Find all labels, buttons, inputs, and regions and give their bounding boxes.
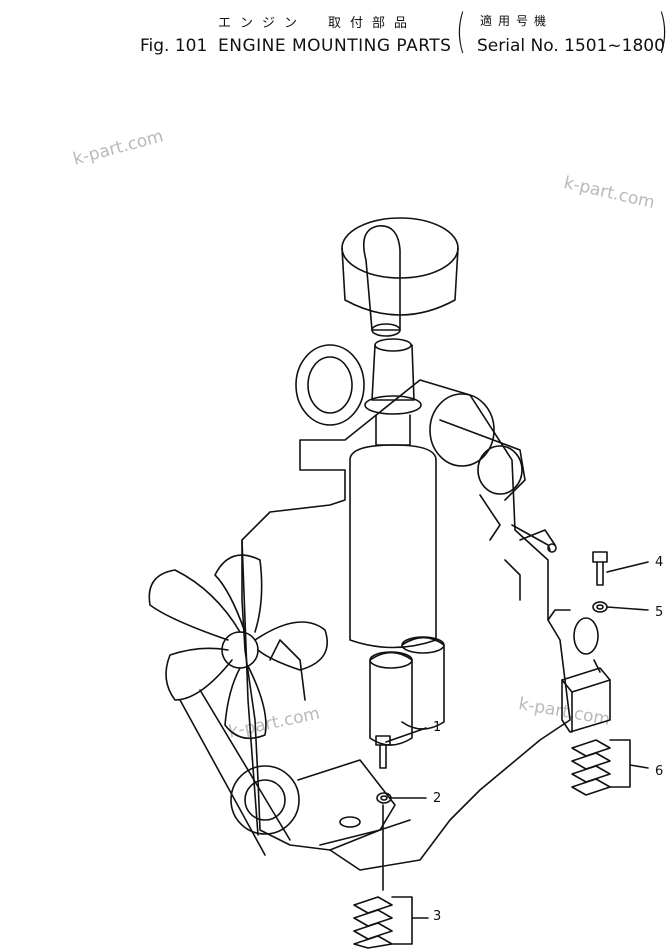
turbocharger [295, 344, 526, 541]
callout-3: 3 [433, 909, 442, 924]
japanese-title: エンジン 取付部品 [218, 16, 417, 31]
japanese-serial-label: 適用号機 [480, 14, 553, 28]
callout-5: 5 [655, 605, 664, 620]
shims-part-3 [353, 896, 429, 949]
engine-block [241, 379, 571, 871]
washer-part-5 [592, 601, 649, 613]
serial-bracket-right: ) [658, 4, 668, 58]
right-mount-bracket [561, 617, 611, 733]
air-cleaner-body [349, 338, 437, 649]
bolt-part-4 [592, 551, 649, 586]
washer-part-2 [376, 792, 427, 891]
bolt-part-1 [375, 727, 427, 769]
callout-4: 4 [655, 555, 664, 570]
figure-title: ENGINE MOUNTING PARTS [218, 36, 452, 56]
callout-1: 1 [433, 720, 442, 735]
cooling-fan [148, 554, 328, 740]
air-cleaner-cap [341, 217, 459, 337]
callout-6: 6 [655, 764, 664, 779]
figure-number: Fig. 101 [140, 36, 208, 56]
shims-part-6 [571, 739, 649, 796]
callout-2: 2 [433, 791, 442, 806]
serial-range: Serial No. 1501~1800 [477, 36, 665, 56]
serial-bracket-left: ( [456, 4, 466, 58]
fan-belt [179, 639, 396, 856]
oil-filters [369, 636, 445, 746]
